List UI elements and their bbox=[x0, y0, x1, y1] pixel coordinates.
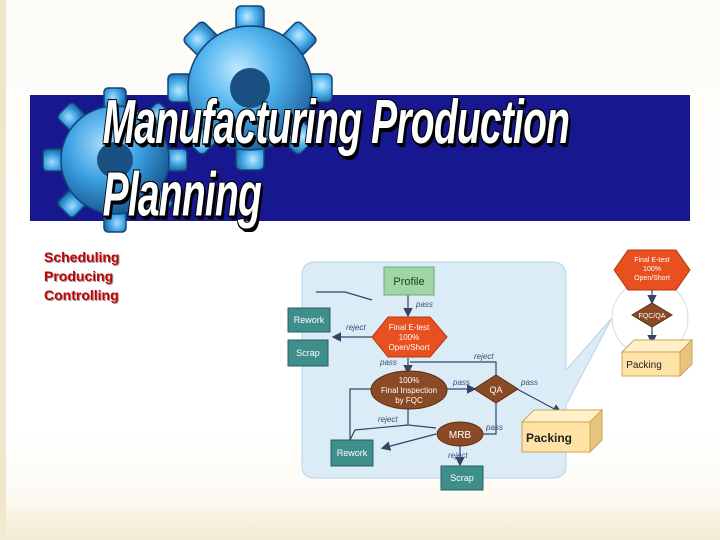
svg-text:100%: 100% bbox=[399, 376, 419, 385]
svg-text:100%: 100% bbox=[643, 266, 661, 273]
svg-text:100%: 100% bbox=[399, 333, 419, 342]
edge-label: pass bbox=[520, 378, 538, 387]
edge-label: reject bbox=[474, 352, 494, 361]
bullet-list: Scheduling Producing Controlling bbox=[44, 248, 119, 305]
edge-label: reject bbox=[448, 451, 468, 460]
profile-label: Profile bbox=[393, 276, 424, 288]
bullet-item: Controlling bbox=[44, 287, 119, 303]
qa-node: QA bbox=[473, 374, 519, 404]
svg-text:Final Inspection: Final Inspection bbox=[381, 386, 437, 395]
rework-top-label: Rework bbox=[294, 315, 325, 325]
edge-label: reject bbox=[378, 415, 398, 424]
svg-text:Open/Short: Open/Short bbox=[634, 275, 670, 282]
bullet-item: Scheduling bbox=[44, 249, 120, 265]
mrb-node: MRB bbox=[436, 421, 484, 447]
svg-text:QA: QA bbox=[489, 385, 502, 395]
bottom-band bbox=[0, 500, 720, 540]
svg-text:Rework: Rework bbox=[337, 448, 368, 458]
rework-box-bottom: Rework bbox=[330, 439, 374, 467]
edge-label: pass bbox=[415, 300, 433, 309]
edge-label: reject bbox=[346, 323, 366, 332]
scrap-box-top: Scrap bbox=[287, 339, 329, 367]
scrap-box-bottom: Scrap bbox=[440, 465, 484, 491]
final-etest-node: Final E-test 100% Open/Short bbox=[371, 316, 448, 358]
edge-label: pass bbox=[485, 423, 503, 432]
rework-box-top: Rework bbox=[287, 307, 331, 333]
svg-text:MRB: MRB bbox=[449, 430, 472, 441]
zoom-detail: Final E-test 100% Open/Short FQC/QA Pack… bbox=[613, 249, 694, 378]
svg-text:Scrap: Scrap bbox=[450, 473, 474, 483]
edge-label: pass bbox=[452, 378, 470, 387]
svg-text:Packing: Packing bbox=[626, 360, 662, 371]
packing-box: Packing bbox=[520, 408, 604, 454]
left-rule bbox=[0, 0, 6, 540]
final-inspection-node: 100% Final Inspection by FQC bbox=[370, 370, 448, 410]
scrap-top-label: Scrap bbox=[296, 348, 320, 358]
slide-title: Manufacturing Production Planning bbox=[102, 86, 570, 230]
profile-box: Profile bbox=[383, 266, 435, 296]
svg-text:Packing: Packing bbox=[526, 431, 572, 445]
svg-text:Final E-test: Final E-test bbox=[634, 257, 669, 264]
svg-text:by FQC: by FQC bbox=[395, 396, 423, 405]
edge-label: pass bbox=[379, 358, 397, 367]
svg-text:Open/Short: Open/Short bbox=[389, 343, 431, 352]
svg-text:Final E-test: Final E-test bbox=[389, 323, 430, 332]
svg-text:FQC/QA: FQC/QA bbox=[639, 313, 666, 320]
bullet-item: Producing bbox=[44, 268, 114, 284]
